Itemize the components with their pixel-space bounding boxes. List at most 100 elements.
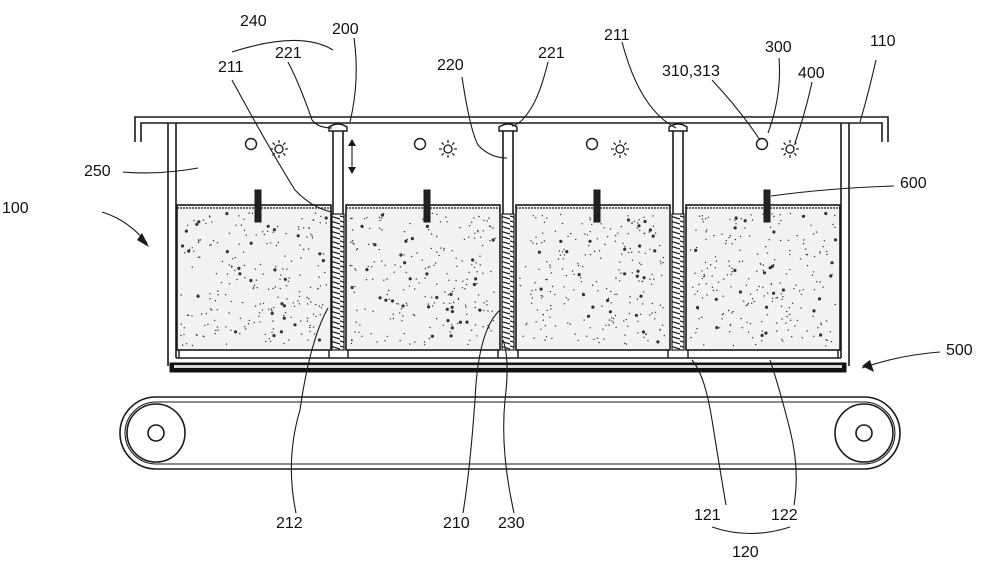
speckle	[458, 298, 459, 299]
speckle	[200, 239, 201, 240]
speckle	[406, 303, 407, 304]
speckle	[653, 249, 656, 252]
speckle	[613, 322, 614, 323]
speckle	[272, 288, 273, 289]
speckle	[467, 279, 468, 280]
speckle	[727, 274, 728, 275]
speckle	[469, 340, 470, 341]
speckle	[182, 344, 183, 345]
speckle	[746, 322, 747, 323]
speckle	[610, 291, 611, 292]
speckle	[318, 276, 319, 277]
speckle	[303, 249, 304, 250]
speckle	[271, 310, 272, 311]
circle-icon	[587, 139, 598, 150]
speckle	[782, 296, 783, 297]
speckle	[637, 298, 638, 299]
speckle	[770, 227, 771, 228]
speckle	[217, 309, 218, 310]
speckle	[611, 320, 612, 321]
speckle	[473, 283, 476, 286]
speckle	[201, 313, 202, 314]
speckle	[352, 242, 353, 243]
speckle	[767, 293, 768, 294]
speckle	[451, 326, 454, 329]
speckle	[319, 305, 320, 306]
speckle	[181, 244, 184, 247]
speckle	[226, 250, 229, 253]
speckle	[781, 299, 782, 300]
speckle	[604, 244, 605, 245]
speckle	[354, 331, 355, 332]
speckle	[821, 324, 822, 325]
speckle	[433, 265, 434, 266]
speckle	[288, 281, 289, 282]
speckle	[563, 249, 564, 250]
speckle	[486, 304, 487, 305]
speckle	[703, 276, 704, 277]
speckle	[411, 256, 412, 257]
speckle	[735, 223, 736, 224]
speckle	[611, 317, 612, 318]
speckle	[403, 289, 404, 290]
speckle	[455, 258, 456, 259]
speckle	[192, 247, 193, 248]
speckle	[436, 284, 437, 285]
speckle	[745, 305, 746, 306]
speckle	[652, 235, 655, 238]
speckle	[427, 305, 430, 308]
speckle	[597, 238, 598, 239]
speckle	[253, 286, 254, 287]
speckle	[313, 219, 314, 220]
speckle	[453, 311, 454, 312]
speckle	[283, 304, 286, 307]
circle-icon	[246, 139, 257, 150]
speckle	[749, 235, 750, 236]
speckle	[243, 252, 244, 253]
speckle	[742, 261, 743, 262]
speckle	[547, 310, 548, 311]
speckle	[209, 215, 210, 216]
speckle	[636, 270, 639, 273]
ref-500: 500	[946, 342, 973, 359]
speckle	[560, 255, 561, 256]
speckle	[635, 314, 638, 317]
speckle	[594, 251, 595, 252]
speckle	[545, 279, 546, 280]
speckle	[450, 331, 451, 332]
speckle	[446, 308, 449, 311]
double-arrow-icon	[348, 139, 356, 174]
speckle	[705, 231, 706, 232]
speckle	[541, 295, 542, 296]
speckle	[789, 314, 790, 315]
speckle	[640, 314, 641, 315]
speckle	[649, 231, 650, 232]
speckle	[652, 215, 653, 216]
speckle	[351, 265, 352, 266]
speckle	[250, 242, 253, 245]
speckle	[814, 289, 815, 290]
speckle	[429, 266, 430, 267]
speckle	[407, 239, 408, 240]
speckle	[471, 264, 472, 265]
speckle	[741, 318, 742, 319]
speckle	[234, 270, 235, 271]
speckle	[716, 260, 717, 261]
ref-300: 300	[765, 39, 792, 56]
speckle	[226, 343, 227, 344]
speckle	[564, 286, 565, 287]
speckle	[291, 261, 292, 262]
speckle	[562, 251, 563, 252]
speckle	[546, 336, 547, 337]
speckle	[237, 267, 240, 270]
speckle	[705, 262, 706, 263]
speckle	[697, 291, 698, 292]
probe	[594, 190, 600, 222]
speckle	[229, 283, 230, 284]
speckle	[234, 330, 237, 333]
speckle	[626, 319, 627, 320]
speckle	[631, 252, 632, 253]
speckle	[638, 251, 639, 252]
speckle	[701, 270, 702, 271]
speckle	[797, 320, 798, 321]
